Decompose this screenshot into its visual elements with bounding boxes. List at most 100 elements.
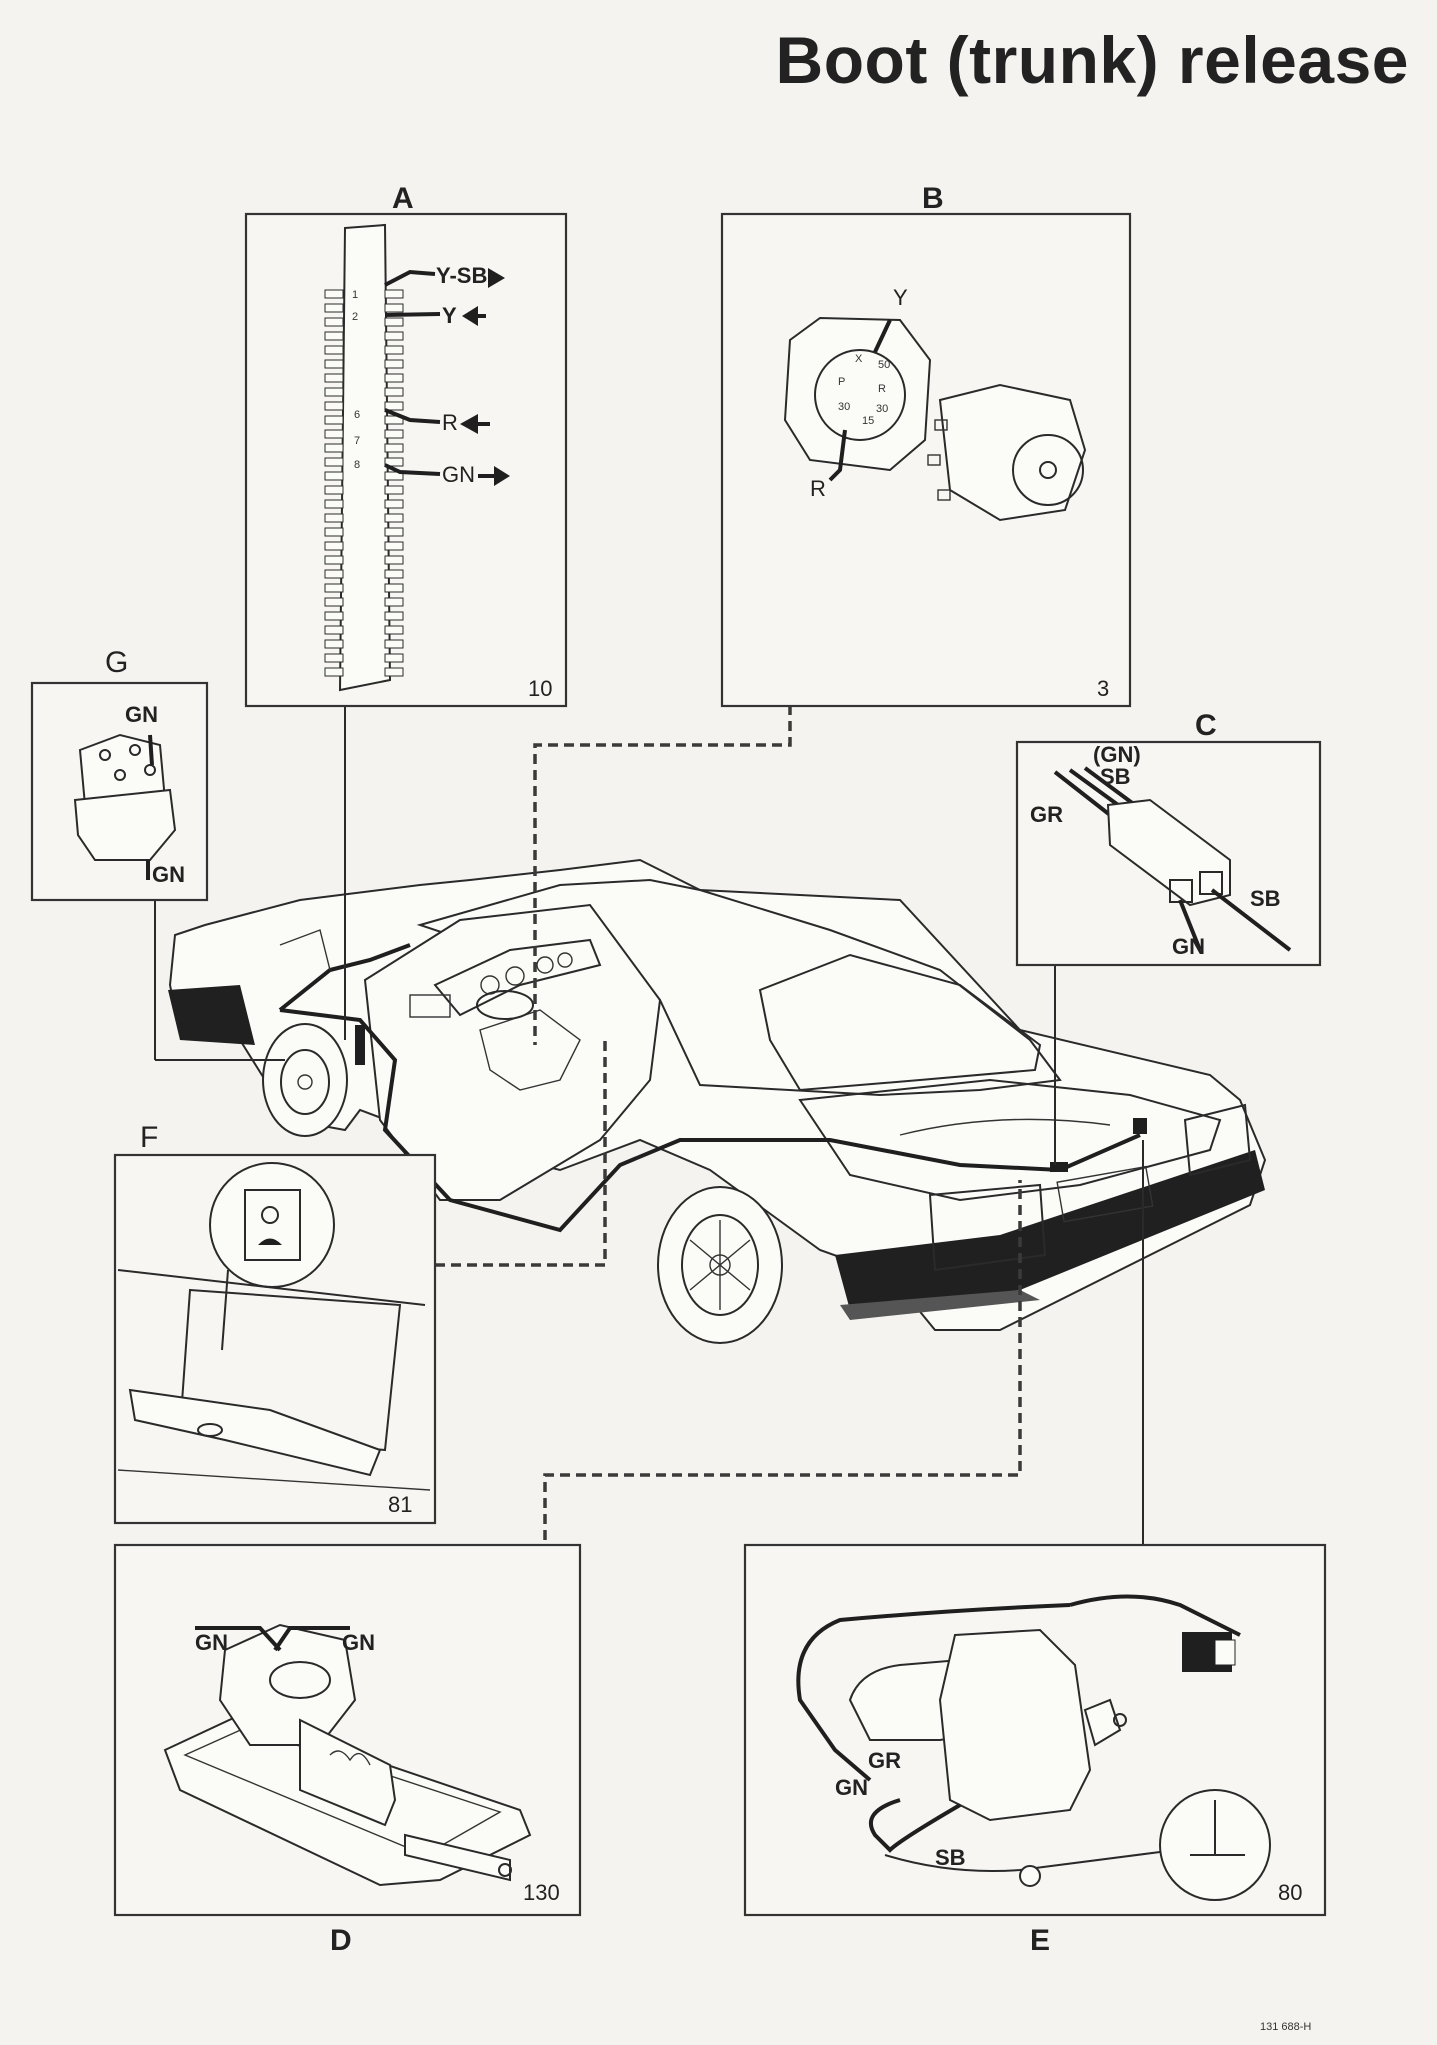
strip-terminal-left <box>324 485 344 495</box>
strip-terminal-left <box>324 513 344 523</box>
strip-terminal-left <box>324 303 344 313</box>
strip-terminal-left <box>324 611 344 621</box>
strip-terminal-left <box>324 457 344 467</box>
strip-terminal-right <box>384 429 404 439</box>
strip-terminal-right <box>384 667 404 677</box>
strip-terminal-right <box>384 359 404 369</box>
panel-a-number: 10 <box>528 676 552 701</box>
label-c-gr: GR <box>1030 802 1063 827</box>
label-y-sb: Y-SB <box>436 263 487 288</box>
panel-c-letter: C <box>1195 709 1217 742</box>
label-gn: GN <box>442 462 475 487</box>
car-illustration <box>168 858 1267 1344</box>
strip-terminal-left <box>324 639 344 649</box>
label-c-gn: GN <box>1172 934 1205 959</box>
strip-terminal-left <box>324 583 344 593</box>
strip-terminal-left <box>324 569 344 579</box>
label-b-r: R <box>810 476 826 501</box>
strip-terminal-right <box>384 583 404 593</box>
label-c-sb-top: SB <box>1100 764 1131 789</box>
label-d-gn-left: GN <box>195 1630 228 1655</box>
panel-f-number: 81 <box>388 1492 412 1517</box>
strip-terminal-left <box>324 429 344 439</box>
strip-terminal-left <box>324 555 344 565</box>
strip-terminal-right <box>384 317 404 327</box>
strip-terminal-right <box>384 569 404 579</box>
panel-f-letter: F <box>140 1121 158 1154</box>
label-c-sb: SB <box>1250 886 1281 911</box>
svg-text:R: R <box>878 383 886 395</box>
strip-terminal-left <box>324 443 344 453</box>
panel-g-letter: G <box>105 646 128 679</box>
strip-terminal-right <box>384 345 404 355</box>
panel-d-letter: D <box>330 1924 352 1957</box>
label-c-gn-paren: (GN) <box>1093 742 1141 767</box>
strip-terminal-right <box>384 331 404 341</box>
svg-text:30: 30 <box>876 403 888 415</box>
panel-e-number: 80 <box>1278 1880 1302 1905</box>
svg-text:50: 50 <box>878 359 890 371</box>
panel-f: F 81 <box>113 1121 437 1525</box>
strip-terminal-left <box>324 317 344 327</box>
panel-e-letter: E <box>1030 1924 1050 1957</box>
panel-b-letter: B <box>922 182 944 215</box>
panel-c: C (GN) SB GR SB GN <box>1015 709 1322 967</box>
strip-terminal-right <box>384 471 404 481</box>
strip-terminal-left <box>324 667 344 677</box>
strip-terminal-right <box>384 387 404 397</box>
panel-d: D 130 GN GN <box>113 1543 582 1957</box>
panel-g: G GN GN <box>30 646 209 902</box>
strip-terminal-left <box>324 387 344 397</box>
strip-terminal-right <box>384 625 404 635</box>
strip-terminal-left <box>324 359 344 369</box>
panel-b-number: 3 <box>1097 676 1109 701</box>
connector-lines <box>154 705 1144 1545</box>
strip-terminal-right <box>384 541 404 551</box>
label-d-gn-right: GN <box>342 1630 375 1655</box>
svg-text:15: 15 <box>862 415 874 427</box>
strip-terminal-left <box>324 541 344 551</box>
strip-terminal-right <box>384 499 404 509</box>
strip-terminal-left <box>324 527 344 537</box>
panel-e: E 80 131 688-H GR GN SB <box>743 1543 1327 2033</box>
strip-terminal-right <box>384 457 404 467</box>
svg-text:6: 6 <box>354 409 360 421</box>
panel-b: B 3 X 50 P R 30 30 15 Y R <box>720 182 1132 708</box>
svg-text:30: 30 <box>838 401 850 413</box>
svg-text:2: 2 <box>352 311 358 323</box>
strip-terminal-left <box>324 653 344 663</box>
strip-terminal-right <box>384 401 404 411</box>
strip-terminal-left <box>324 471 344 481</box>
strip-terminal-right <box>384 555 404 565</box>
strip-terminal-right <box>384 373 404 383</box>
svg-text:7: 7 <box>354 435 360 447</box>
strip-terminal-right <box>384 415 404 425</box>
label-b-y: Y <box>893 285 908 310</box>
page-title: Boot (trunk) release <box>775 23 1409 97</box>
strip-terminal-right <box>384 597 404 607</box>
strip-terminal-left <box>324 373 344 383</box>
label-e-gr: GR <box>868 1748 901 1773</box>
strip-terminal-right <box>384 443 404 453</box>
label-r: R <box>442 410 458 435</box>
label-y: Y <box>442 303 457 328</box>
panel-a: A 10 Y-SB Y R GN 1 2 6 7 8 <box>244 182 568 708</box>
svg-text:P: P <box>838 376 845 388</box>
strip-terminal-right <box>384 485 404 495</box>
strip-terminal-left <box>324 289 344 299</box>
strip-terminal-right <box>384 611 404 621</box>
strip-terminal-left <box>324 345 344 355</box>
strip-terminal-right <box>384 653 404 663</box>
svg-text:X: X <box>855 353 863 365</box>
strip-terminal-left <box>324 597 344 607</box>
strip-terminal-left <box>324 499 344 509</box>
label-e-sb: SB <box>935 1845 966 1870</box>
svg-text:8: 8 <box>354 459 360 471</box>
reference-code: 131 688-H <box>1260 2021 1311 2033</box>
strip-terminal-left <box>324 625 344 635</box>
strip-terminal-right <box>384 289 404 299</box>
strip-terminal-right <box>384 639 404 649</box>
panel-a-letter: A <box>392 182 414 215</box>
label-g-gn-bottom: GN <box>152 862 185 887</box>
